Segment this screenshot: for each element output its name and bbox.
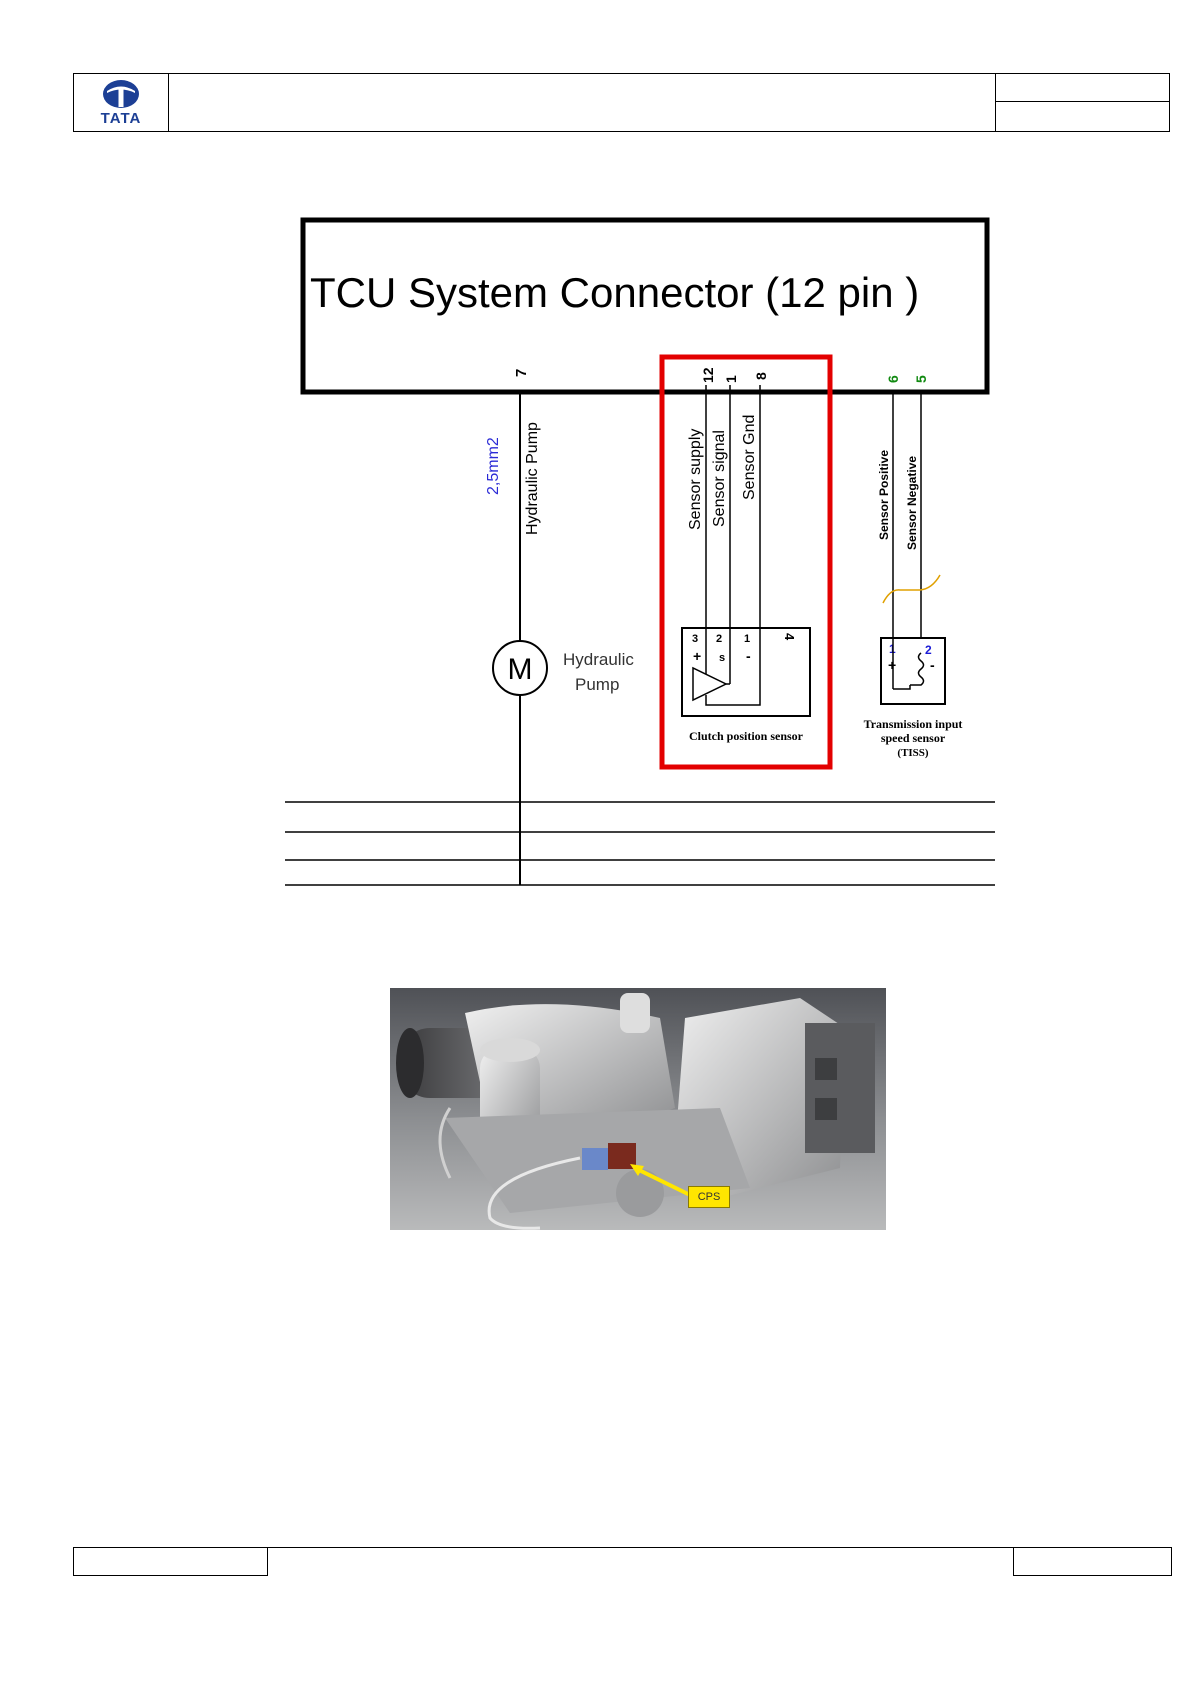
cps-pin3: 3 xyxy=(692,633,698,645)
tata-t-icon xyxy=(103,80,139,108)
header-ref-cell xyxy=(996,74,1169,102)
cps-pin1: 1 xyxy=(744,633,750,645)
footer-right-cell xyxy=(1013,1547,1172,1576)
cps-pin4: 4 xyxy=(782,633,797,641)
pin-5: 5 xyxy=(913,375,929,383)
cps-minus: - xyxy=(746,648,751,664)
sensor-signal-label: Sensor signal xyxy=(711,430,728,527)
tiss-minus: - xyxy=(930,657,935,673)
logo-cell: TATA xyxy=(74,74,169,131)
sensor-supply-label: Sensor supply xyxy=(687,429,704,530)
cps-s: s xyxy=(719,652,725,664)
cps-callout-label: CPS xyxy=(688,1186,730,1208)
actuator-illustration xyxy=(390,988,886,1230)
tiss-plus: + xyxy=(888,657,896,673)
motor-label-line1: Hydraulic xyxy=(563,650,634,669)
footer-line xyxy=(268,1547,1013,1548)
tiss-box xyxy=(880,637,946,705)
tata-logo-text: TATA xyxy=(100,110,142,127)
tiss-coil-symbol xyxy=(910,652,925,686)
header-rev-cell xyxy=(996,101,1169,131)
wire-size-label: 2,5mm2 xyxy=(485,437,502,495)
connector-title: TCU System Connector (12 pin ) xyxy=(310,269,919,316)
hydraulic-pump-wire-label: Hydraulic Pump xyxy=(524,422,541,535)
motor-letter: M xyxy=(508,653,533,686)
footer-left-cell xyxy=(73,1547,268,1576)
motor-label-line2: Pump xyxy=(575,675,619,694)
sensor-positive-label: Sensor Positive xyxy=(877,450,891,540)
header-title-cell xyxy=(168,74,996,131)
tiss-caption-line1: Transmission input xyxy=(864,717,963,731)
sensor-gnd-label: Sensor Gnd xyxy=(741,415,758,500)
cps-box xyxy=(681,627,811,717)
pin-8: 8 xyxy=(753,372,769,380)
wiring-diagram: TCU System Connector (12 pin ) 7 Hydraul… xyxy=(285,217,995,886)
document-header-table: TATA xyxy=(73,73,1170,132)
twisted-pair-symbol xyxy=(882,574,941,604)
pin-6: 6 xyxy=(885,375,901,383)
cps-caption: Clutch position sensor xyxy=(689,729,804,743)
tiss-caption-line2: speed sensor xyxy=(881,731,946,745)
sensor-negative-label: Sensor Negative xyxy=(905,456,919,550)
pin-7: 7 xyxy=(513,369,530,377)
cps-highlight-frame xyxy=(659,354,833,770)
cps-sensor-triangle xyxy=(692,666,728,702)
motor-symbol xyxy=(492,640,548,696)
pin-12: 12 xyxy=(700,367,716,383)
tiss-caption-line3: (TISS) xyxy=(897,747,929,759)
transmission-actuator-photo: CPS xyxy=(390,988,886,1230)
cps-pin2: 2 xyxy=(716,633,722,645)
cps-plus: + xyxy=(693,648,701,664)
tcu-connector-box xyxy=(300,217,990,395)
cps-arrow xyxy=(634,1166,691,1197)
pin-1: 1 xyxy=(723,375,739,383)
tiss-pin2: 2 xyxy=(925,643,932,657)
